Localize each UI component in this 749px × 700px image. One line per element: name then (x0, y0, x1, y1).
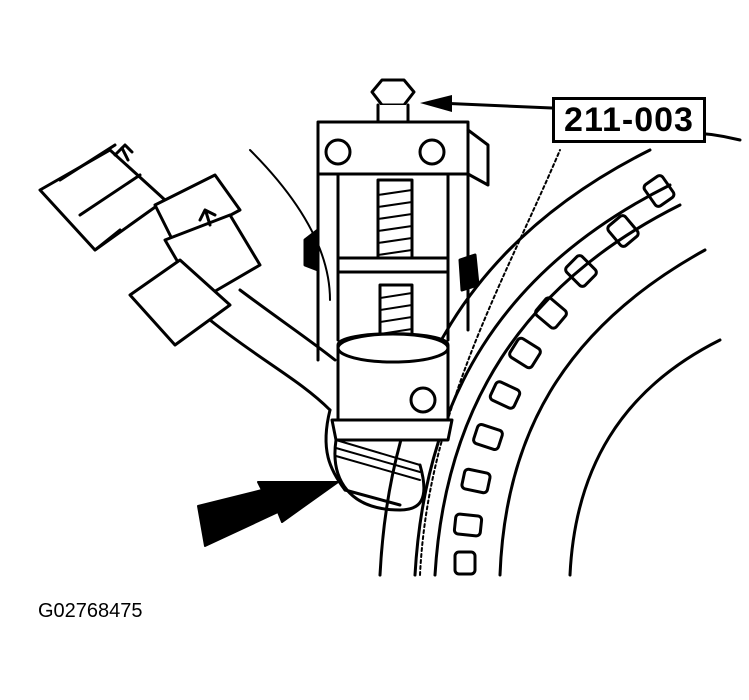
tool-callout-box: 211-003 (552, 97, 706, 143)
direction-arrow (197, 481, 339, 547)
figure-id: G02768475 (38, 600, 143, 622)
gear-teeth (452, 174, 676, 576)
callout-leader (420, 95, 554, 112)
housing-edge (249, 149, 331, 301)
tool-number-label: 211-003 (564, 100, 694, 139)
wiring-harness (38, 143, 347, 492)
puller-tool (303, 78, 490, 512)
